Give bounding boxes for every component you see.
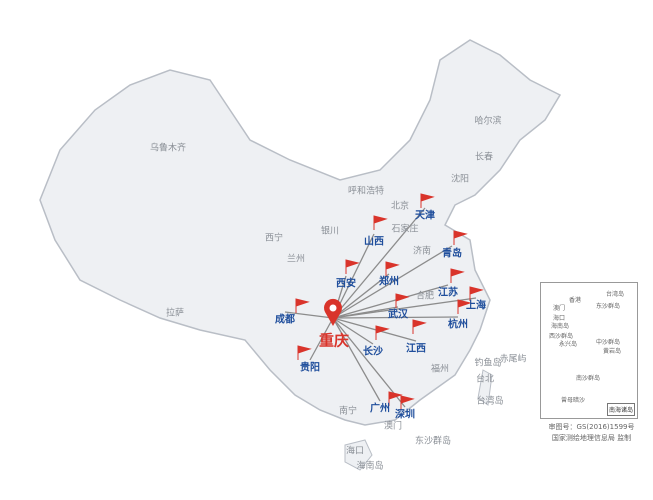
inset-label: 曾母暗沙 (561, 397, 586, 404)
hainan-island (344, 439, 373, 471)
route-line (332, 316, 459, 319)
flag-icon (395, 293, 410, 308)
city-label: 呼和浩特 (347, 186, 385, 197)
flag-icon (420, 193, 435, 208)
flag-icon (457, 299, 472, 314)
city-label: 海南岛 (356, 461, 384, 472)
destination-label: 江苏 (438, 287, 458, 299)
city-label: 赤尾屿 (499, 354, 527, 365)
flag-icon (388, 391, 403, 406)
city-label: 西宁 (264, 233, 284, 244)
inset-label: 中沙群岛 (596, 339, 621, 346)
flag-icon (412, 319, 427, 334)
route-lines (284, 207, 477, 408)
inset-label: 东沙群岛 (596, 303, 621, 310)
destination-label: 天津 (415, 210, 435, 222)
inset-label: 黄岩岛 (603, 348, 622, 355)
taiwan-island (477, 369, 493, 406)
origin-label: 重庆 (318, 331, 350, 350)
city-label: 钓鱼岛 (474, 358, 502, 369)
flag-icon (297, 345, 312, 360)
map-caption: 审图号：GS(2016)1599号 国家测绘地理信息局 监制 (530, 422, 653, 444)
inset-label: 海南岛 (551, 323, 570, 330)
destination-label: 郑州 (379, 276, 399, 288)
inset-label: 南沙群岛 (576, 375, 601, 382)
city-label: 哈尔滨 (474, 116, 502, 127)
destination-label: 深圳 (395, 409, 415, 421)
destination-label: 青岛 (442, 248, 462, 260)
city-label: 兰州 (286, 254, 306, 265)
city-label: 海口 (345, 446, 365, 457)
route-line (332, 273, 390, 319)
route-line (332, 317, 417, 342)
city-label: 济南 (412, 246, 432, 257)
flag-icon (295, 298, 310, 313)
route-line (309, 317, 334, 361)
flag-icon (373, 215, 388, 230)
city-label: 北京 (390, 201, 410, 212)
route-line (332, 317, 374, 345)
inset-label: 香港 (569, 297, 582, 304)
flag-markers (295, 193, 484, 410)
flag-icon (400, 395, 415, 410)
flag-icon (375, 325, 390, 340)
route-line (332, 317, 381, 402)
inset-label: 澳门 (553, 305, 566, 312)
route-line (284, 311, 334, 319)
flag-icon (450, 268, 465, 283)
inset-label: 台湾岛 (606, 291, 625, 298)
route-line (332, 297, 477, 319)
flag-icon (453, 230, 468, 245)
flag-icon (469, 286, 484, 301)
inset-label: 西沙群岛 (549, 333, 574, 340)
city-label: 台湾岛 (476, 396, 504, 407)
south-china-sea-inset: 香港 澳门 台湾岛 海口 东沙群岛 海南岛 西沙群岛 永兴岛 中沙群岛 黄岩岛 … (540, 282, 638, 419)
destination-label: 上海 (466, 300, 486, 312)
destination-label: 成都 (275, 314, 295, 326)
destination-label: 杭州 (448, 319, 468, 331)
destination-label: 广州 (370, 403, 390, 415)
city-label: 乌鲁木齐 (149, 143, 187, 154)
publisher: 国家测绘地理信息局 监制 (551, 434, 632, 442)
china-land (39, 39, 562, 426)
destination-label: 武汉 (388, 309, 408, 321)
city-label: 沈阳 (450, 174, 470, 185)
inset-label: 永兴岛 (559, 341, 578, 348)
destination-label: 江西 (406, 343, 426, 355)
city-label: 福州 (430, 364, 450, 375)
route-line (332, 245, 453, 319)
flag-icon (345, 259, 360, 274)
city-label: 台北 (475, 374, 495, 385)
route-line (332, 306, 399, 319)
location-pin-icon (324, 298, 342, 326)
flag-icon (385, 261, 400, 276)
route-line (332, 317, 406, 408)
city-label: 合肥 (415, 291, 435, 302)
destination-label: 山西 (364, 236, 384, 248)
route-line (332, 207, 426, 319)
city-label: 东沙群岛 (414, 436, 452, 447)
destination-label: 西安 (336, 278, 356, 290)
city-label: 南宁 (338, 406, 358, 417)
city-label: 石家庄 (391, 224, 419, 235)
inset-label: 海口 (553, 315, 566, 322)
route-line (332, 284, 449, 319)
city-label: 拉萨 (165, 308, 185, 319)
city-label: 长春 (474, 152, 494, 163)
approval-number: 审图号：GS(2016)1599号 (548, 423, 635, 431)
destination-label: 贵阳 (300, 362, 320, 374)
inset-title-box: 南海诸岛 (606, 403, 635, 416)
city-label: 澳门 (383, 421, 403, 432)
destination-label: 长沙 (363, 346, 383, 358)
city-label: 银川 (320, 226, 340, 237)
